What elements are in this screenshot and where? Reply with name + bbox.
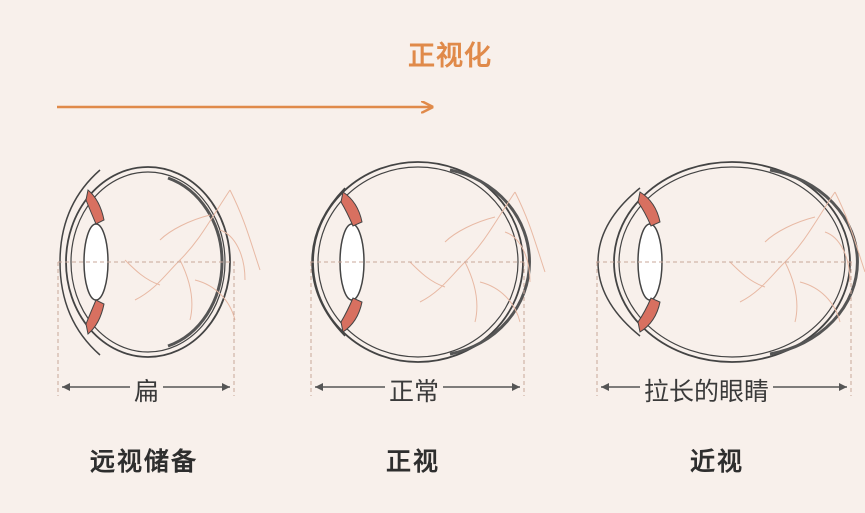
- eye-name-emmetropia: 正视: [386, 447, 441, 476]
- diagram-title: 正视化: [408, 41, 492, 72]
- dimension-guides: [57, 262, 852, 396]
- dimension-label-flat: 扁: [130, 372, 164, 408]
- eye-name-hyperopic-reserve: 远视储备: [90, 447, 199, 476]
- eye-name-myopia: 近视: [690, 447, 745, 476]
- dimension-label-elongated: 拉长的眼睛: [640, 372, 774, 408]
- dimension-label-normal: 正常: [385, 372, 444, 408]
- eye-elongated: [597, 161, 865, 363]
